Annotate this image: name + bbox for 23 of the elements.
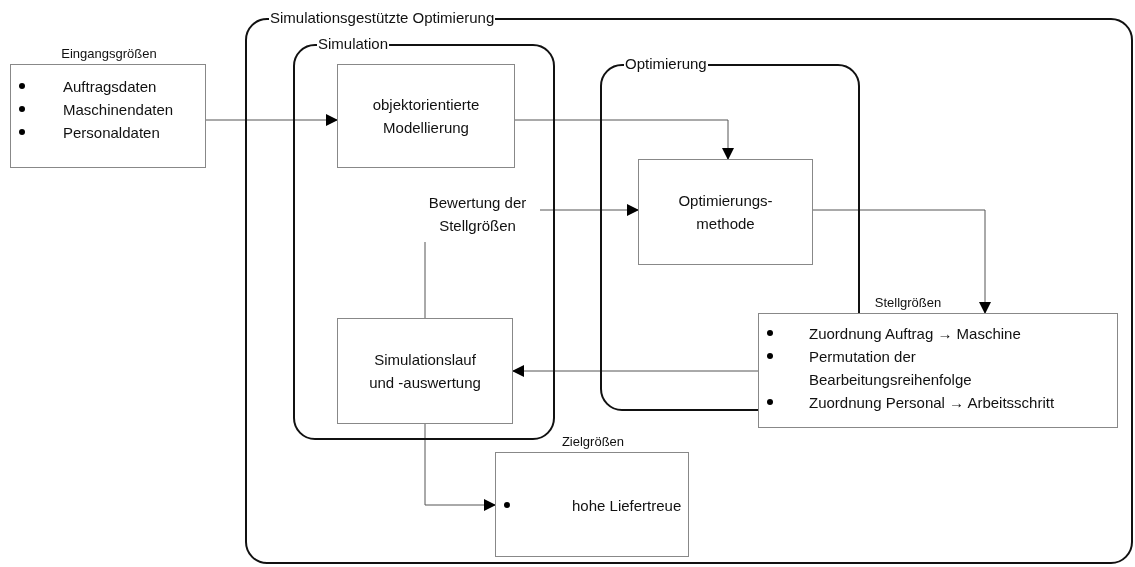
list-item: Maschinendaten — [63, 100, 175, 120]
arrow — [424, 423, 496, 511]
process-box — [337, 318, 513, 424]
list-item: Auftragsdaten — [63, 77, 158, 97]
list-item: Permutation der Bearbeitungsreihenfolge — [809, 347, 973, 390]
arrow — [812, 209, 991, 314]
connector-line — [424, 241, 426, 319]
arrow — [512, 365, 759, 377]
list-item: Zuordnung Personal → Arbeitsschritt — [809, 393, 1056, 413]
node-text: Bewertung der Stellgrößen — [427, 193, 528, 236]
box-text: objektorientierte Modellierung — [371, 95, 481, 138]
arrow — [539, 204, 639, 216]
box-text: Optimierungs- methode — [677, 191, 774, 234]
group-title: Simulationsgestützte Optimierung — [269, 9, 496, 27]
box-text: Simulationslauf und -auswertung — [368, 350, 482, 393]
arrow — [205, 114, 338, 126]
list-item: Zuordnung Auftrag → Maschine — [809, 324, 1022, 344]
group-title: Optimierung — [624, 55, 708, 73]
arrow — [514, 119, 734, 160]
list-item: Personaldaten — [63, 123, 161, 143]
process-box — [337, 64, 515, 168]
list-item: hohe Liefertreue — [572, 496, 683, 516]
process-box — [638, 159, 813, 265]
